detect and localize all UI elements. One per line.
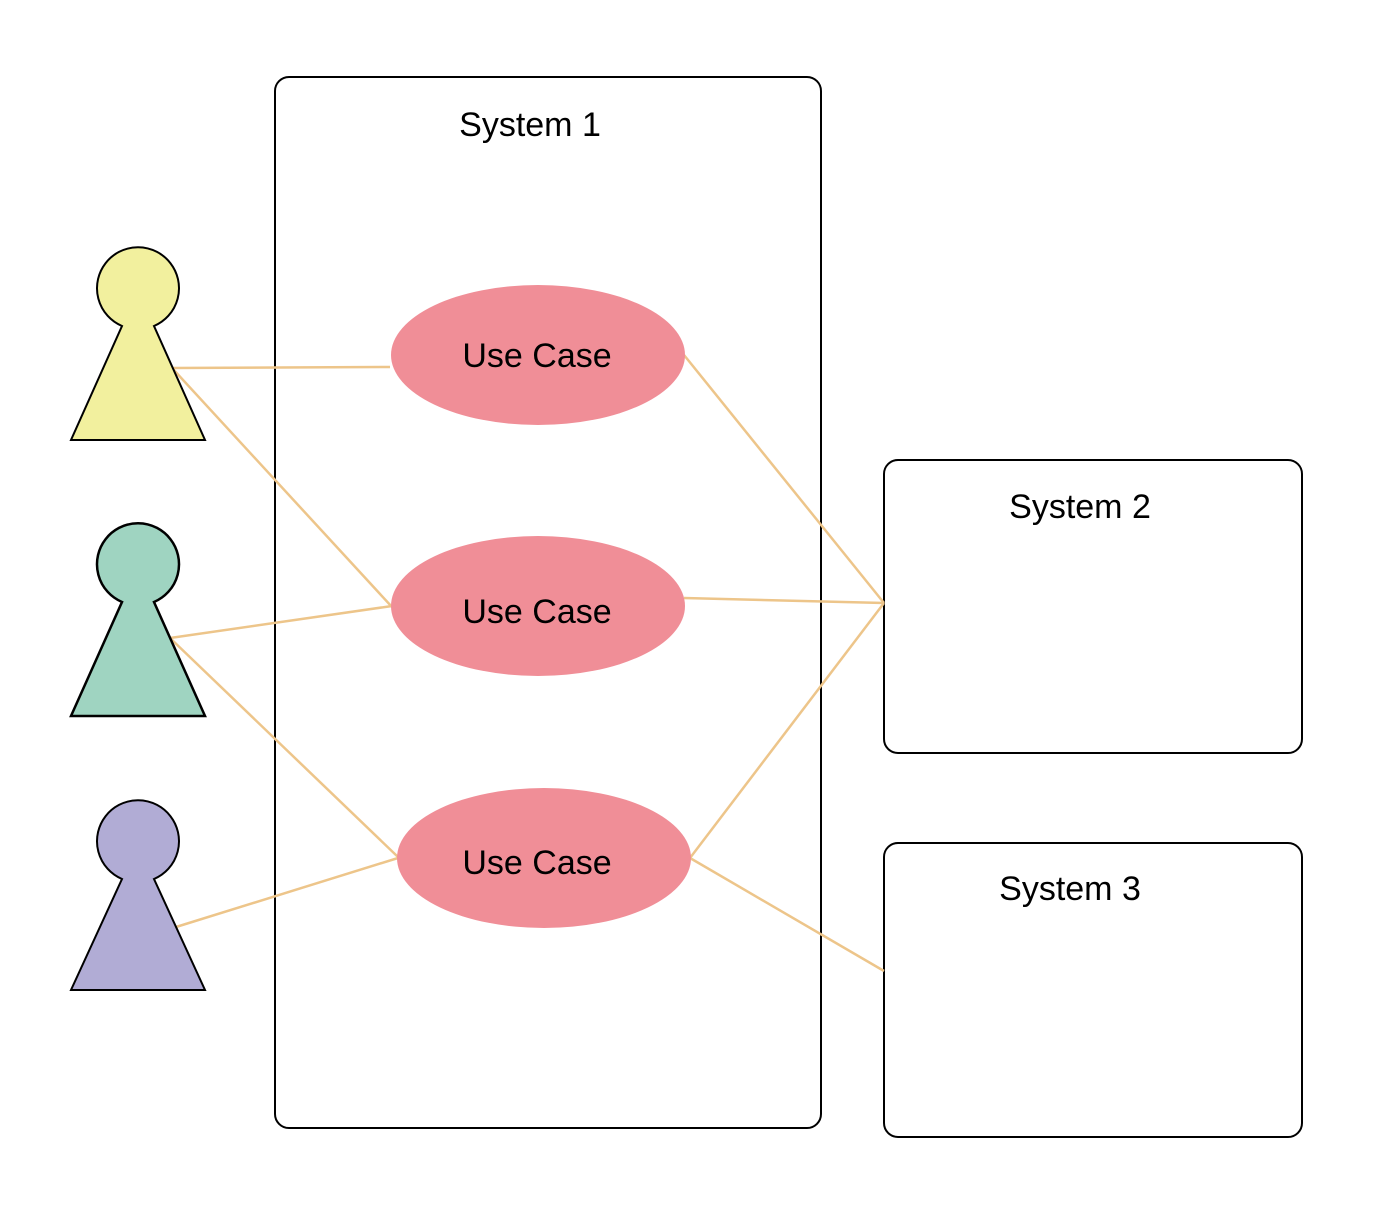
system-3-label: System 3 [999,870,1141,908]
use-case-3-label: Use Case [462,844,611,882]
connector-usecase1-system2[interactable] [683,354,885,604]
use-case-3[interactable]: Use Case [397,788,691,928]
connector-actor1-usecase2[interactable] [171,367,393,608]
actor-icon [69,246,207,441]
use-case-2[interactable]: Use Case [391,536,685,676]
connector-actor3-usecase3[interactable] [175,856,399,929]
use-case-2-label: Use Case [462,593,611,631]
actor-3[interactable] [69,799,207,991]
connector-usecase3-system2[interactable] [689,602,885,859]
use-case-1[interactable]: Use Case [391,285,685,425]
system-1-label: System 1 [459,106,601,144]
connector-usecase3-system3[interactable] [689,856,885,973]
system-2-box[interactable]: System 2 [883,459,1303,754]
use-case-1-label: Use Case [462,337,611,375]
system-2-label: System 2 [1009,488,1151,526]
connector-usecase2-system2[interactable] [683,596,885,605]
actor-1[interactable] [69,246,207,441]
connectors [169,354,885,973]
system-3-box[interactable]: System 3 [883,842,1303,1138]
actor-icon [69,522,207,718]
connector-actor2-usecase3[interactable] [169,637,399,858]
actor-icon [69,799,207,991]
actor-2[interactable] [69,522,207,718]
connector-actor2-usecase2[interactable] [169,604,393,640]
connector-actor1-usecase1[interactable] [171,365,391,370]
